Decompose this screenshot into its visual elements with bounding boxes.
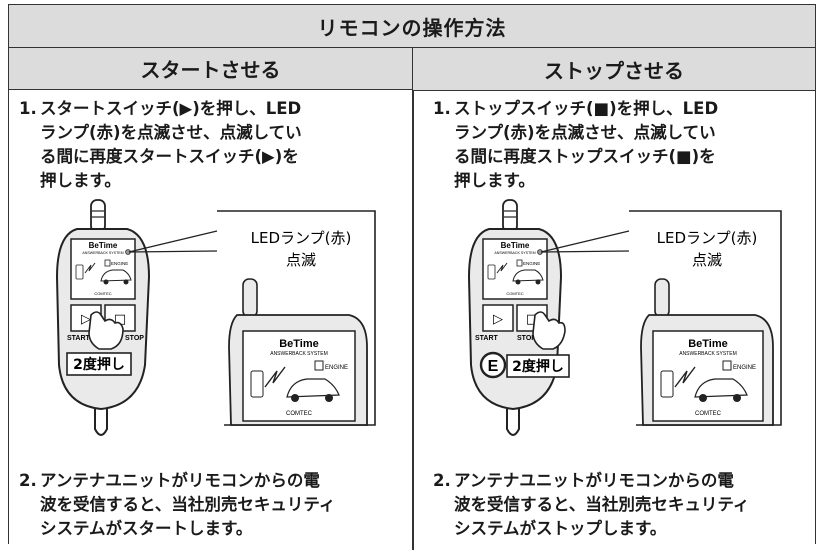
zoom-antenna-icon [654,278,670,318]
zoom-antenna-icon [242,278,258,318]
column-heading-stop: ストップさせる [413,48,815,91]
zoom-engine-icon [314,360,324,371]
step-number: 2. [19,471,37,490]
remote-subtitle: ANSWERBACK SYSTEM [82,251,123,255]
zoom-brand: BeTime [279,338,319,350]
stop-label: STOP [125,335,144,342]
press-label: 2度押し [512,358,564,375]
step-number: 1. [433,99,451,118]
press-label-box [66,352,132,376]
step-text: ストップスイッチ(■)を押し、LED ランプ(赤)を点滅させ、点滅してい る間に… [454,99,719,190]
strap-loop [94,409,108,436]
antenna-icon [90,199,106,233]
remote-brand: BeTime [89,241,118,250]
press-label: 2度押し [73,356,125,373]
instruction-table: リモコンの操作方法 スタートさせる ストップさせる 1. スタートスイッチ(▶)… [8,4,816,550]
zoom-signal-icon [674,366,696,388]
column-heading-start: スタートさせる [9,48,413,90]
step-number: 1. [19,99,37,118]
column-divider [412,90,414,550]
engine-label: ENGINE [111,261,128,266]
step-text: アンテナユニットがリモコンからの電 波を受信すると、当社別売セキュリティ システ… [40,471,336,538]
signal-icon [84,262,96,274]
step-text: アンテナユニットがリモコンからの電 波を受信すると、当社別売セキュリティ システ… [454,471,750,538]
signal-icon [496,262,508,274]
stop-step-2: 2. アンテナユニットがリモコンからの電 波を受信すると、当社別売セキュリティ … [433,469,808,541]
engine-icon [516,259,523,267]
start-button[interactable] [482,304,514,332]
remote-maker: COMTEC [94,291,111,296]
engine-icon [104,259,111,267]
zoom-car-icon [694,378,748,398]
e-label: E [488,358,499,375]
remote-maker: COMTEC [506,291,523,296]
start-label: START [67,335,91,342]
antenna-icon [502,199,518,233]
hand-icon [532,311,566,350]
play-symbol: ▷ [493,312,503,327]
start-step-2: 2. アンテナユニットがリモコンからの電 波を受信すると、当社別売セキュリティ … [19,469,404,541]
remote-subtitle: ANSWERBACK SYSTEM [494,251,535,255]
remote-mini-icon [487,264,496,280]
play-symbol: ▷ [81,312,91,327]
remote-mini-icon [75,264,84,280]
car-icon [512,269,544,282]
callout-line-1: LEDランプ(赤) [657,229,758,247]
zoom-car-icon [286,378,340,398]
step-text: スタートスイッチ(▶)を押し、LED ランプ(赤)を点滅させ、点滅してい る間に… [40,99,302,190]
stop-remote-illustration: BeTime ANSWERBACK SYSTEM ENGINE COMTEC ▷… [467,199,782,436]
callout-line-2: 点滅 [286,251,316,269]
zoom-engine-label: ENGINE [733,365,756,371]
press-label-box [506,354,570,378]
strap-loop [506,409,520,436]
start-remote-illustration: BeTime ANSWERBACK SYSTEM ENGINE COMTEC ▷… [55,199,376,436]
engine-label: ENGINE [523,261,540,266]
zoom-subtitle: ANSWERBACK SYSTEM [270,351,328,357]
zoom-remote-mini-icon [250,370,264,398]
zoom-brand: BeTime [688,338,728,350]
step-number: 2. [433,471,451,490]
stop-step-1: 1. ストップスイッチ(■)を押し、LED ランプ(赤)を点滅させ、点滅してい … [433,97,808,193]
zoom-signal-icon [264,366,286,388]
zoom-maker: COMTEC [695,411,722,417]
remote-brand: BeTime [501,241,530,250]
zoom-engine-icon [722,360,732,371]
hand-icon [88,311,124,350]
page-title: リモコンの操作方法 [9,5,815,48]
zoom-engine-label: ENGINE [325,365,348,371]
e-emblem [479,351,507,379]
zoom-subtitle: ANSWERBACK SYSTEM [679,351,737,357]
car-icon [100,269,132,282]
start-step-1: 1. スタートスイッチ(▶)を押し、LED ランプ(赤)を点滅させ、点滅してい … [19,97,404,193]
zoom-remote-mini-icon [660,370,674,398]
zoom-maker: COMTEC [286,411,313,417]
start-label: START [475,335,499,342]
stop-label: STOP [517,335,536,342]
callout-line-1: LEDランプ(赤) [251,229,352,247]
callout-line-2: 点滅 [692,251,722,269]
